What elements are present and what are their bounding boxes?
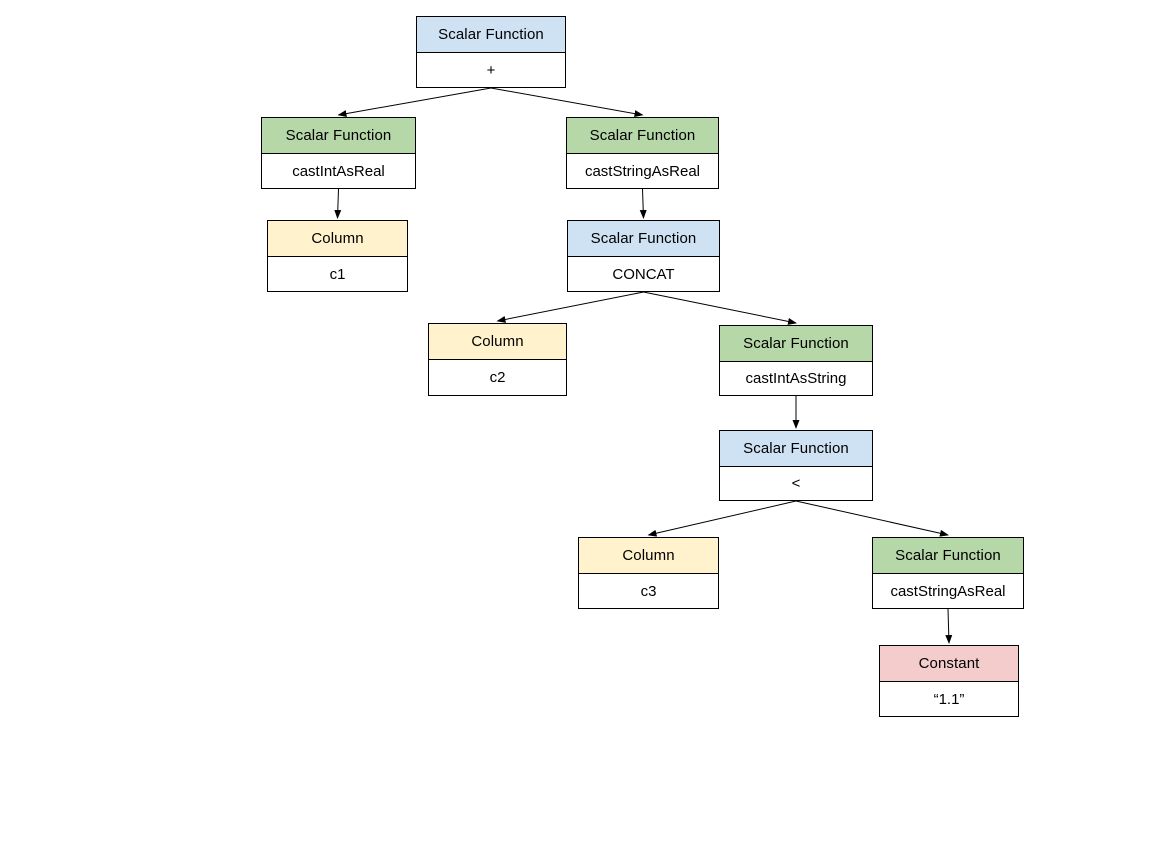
edge-plus-to-castIntAsReal — [337, 87, 492, 118]
node-value-label: + — [417, 53, 565, 87]
edge-castStringAsReal2-to-constant — [945, 608, 953, 644]
node-value-label: castIntAsReal — [262, 154, 415, 188]
tree-node-castIntAsString: Scalar Function castIntAsString — [719, 325, 873, 396]
node-value-label: c1 — [268, 257, 407, 291]
edge-plus-to-castStringAsReal1 — [490, 87, 644, 118]
tree-node-plus: Scalar Function + — [416, 16, 566, 88]
tree-node-c3: Column c3 — [578, 537, 719, 609]
node-type-label: Column — [268, 221, 407, 257]
node-type-label: Constant — [880, 646, 1018, 682]
node-value-label: “1.1” — [880, 682, 1018, 716]
tree-node-c2: Column c2 — [428, 323, 567, 396]
node-value-label: castStringAsReal — [873, 574, 1023, 608]
node-type-label: Scalar Function — [568, 221, 719, 257]
node-type-label: Scalar Function — [567, 118, 718, 154]
node-type-label: Scalar Function — [720, 326, 872, 362]
node-value-label: c3 — [579, 574, 718, 608]
node-type-label: Scalar Function — [720, 431, 872, 467]
node-type-label: Scalar Function — [417, 17, 565, 53]
node-value-label: < — [720, 467, 872, 500]
node-value-label: castIntAsString — [720, 362, 872, 395]
node-type-label: Scalar Function — [873, 538, 1023, 574]
node-value-label: castStringAsReal — [567, 154, 718, 188]
tree-node-castStringAsReal2: Scalar Function castStringAsReal — [872, 537, 1024, 609]
edge-concat-to-castIntAsString — [643, 291, 797, 325]
tree-node-constant: Constant “1.1” — [879, 645, 1019, 717]
tree-node-lessThan: Scalar Function < — [719, 430, 873, 501]
edge-castStringAsReal1-to-concat — [639, 188, 647, 219]
edge-lessThan-to-c3 — [647, 500, 797, 537]
node-type-label: Column — [579, 538, 718, 574]
node-type-label: Column — [429, 324, 566, 360]
edge-lessThan-to-castStringAsReal2 — [795, 500, 949, 537]
edge-concat-to-c2 — [496, 291, 644, 323]
node-value-label: c2 — [429, 360, 566, 395]
node-value-label: CONCAT — [568, 257, 719, 291]
tree-node-castStringAsReal1: Scalar Function castStringAsReal — [566, 117, 719, 189]
tree-node-concat: Scalar Function CONCAT — [567, 220, 720, 292]
tree-node-c1: Column c1 — [267, 220, 408, 292]
node-type-label: Scalar Function — [262, 118, 415, 154]
edge-castIntAsReal-to-c1 — [334, 188, 342, 219]
tree-node-castIntAsReal: Scalar Function castIntAsReal — [261, 117, 416, 189]
